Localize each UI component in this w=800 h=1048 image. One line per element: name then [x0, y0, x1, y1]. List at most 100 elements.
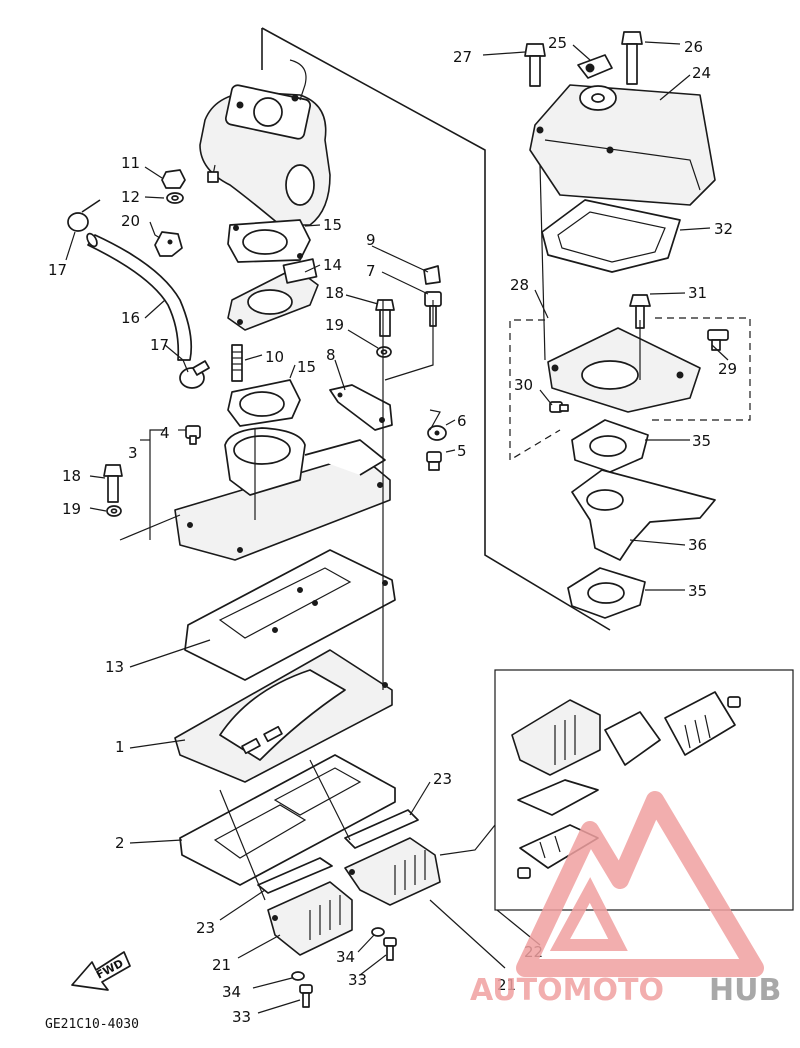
bolt-27 — [524, 43, 546, 87]
washer-19-upper — [376, 346, 392, 358]
bolt-31 — [629, 294, 651, 329]
diagram-code: GE21C10-4030 — [45, 1017, 139, 1032]
callout-31: 31 — [688, 284, 707, 302]
callout-17-bottom: 17 — [150, 336, 169, 354]
callout-23-right: 23 — [433, 770, 452, 788]
callout-36: 36 — [688, 536, 707, 554]
callout-35-lower: 35 — [688, 582, 707, 600]
callout-27: 27 — [453, 48, 472, 66]
nut-11 — [161, 169, 186, 189]
subassembly-box-28 — [509, 317, 751, 462]
callout-15-upper: 15 — [323, 216, 342, 234]
screw-30 — [549, 401, 569, 413]
bracket-36 — [571, 469, 716, 561]
assembly-guides-right — [539, 164, 641, 380]
screw-33-right — [383, 937, 397, 961]
callout-18-upper: 18 — [325, 284, 344, 302]
joint-14 — [227, 258, 319, 331]
gasket-32 — [541, 199, 681, 273]
callout-34-right: 34 — [336, 948, 355, 966]
hose-clamp-17-bottom — [179, 360, 210, 389]
callout-5: 5 — [457, 442, 467, 460]
callout-14: 14 — [323, 256, 342, 274]
callout-20: 20 — [121, 212, 140, 230]
watermark-text-part2: HUB — [709, 973, 781, 1008]
washer-34-left — [291, 971, 305, 981]
callout-13: 13 — [105, 658, 124, 676]
callout-19-upper: 19 — [325, 316, 344, 334]
callout-34-left: 34 — [222, 983, 241, 1001]
reed-valve-21-left — [267, 881, 353, 956]
watermark-logo: AUTOMOTO HUB — [470, 791, 781, 1008]
stud-bolt-10 — [231, 344, 243, 382]
gasket-35-upper — [571, 419, 649, 473]
grommet-6 — [427, 425, 447, 441]
callout-6: 6 — [457, 412, 467, 430]
intake-manifold-3 — [174, 427, 391, 561]
callout-19-lower: 19 — [62, 500, 81, 518]
callout-21-left: 21 — [212, 956, 231, 974]
gasket-2 — [179, 754, 396, 886]
washer-34-right — [371, 927, 385, 937]
callout-16: 16 — [121, 309, 140, 327]
callout-12: 12 — [121, 188, 140, 206]
gasket-35-lower — [567, 567, 646, 619]
callout-3: 3 — [128, 444, 138, 462]
fitting-29 — [707, 329, 729, 351]
hose-clamp-17-top — [67, 199, 101, 232]
bolt-18-upper — [375, 299, 395, 337]
reed-gasket-23-right — [344, 809, 419, 849]
screw-33-left — [299, 984, 313, 1008]
bracket-8 — [329, 384, 393, 431]
callout-4: 4 — [160, 424, 170, 442]
gasket-15-upper — [227, 219, 311, 263]
plug-5 — [426, 451, 442, 471]
callout-2: 2 — [115, 834, 125, 852]
holder-20 — [154, 231, 183, 257]
assembly-frame — [261, 27, 611, 631]
callout-32: 32 — [714, 220, 733, 238]
gasket-13 — [184, 549, 396, 681]
washer-12 — [166, 192, 184, 204]
callout-10: 10 — [265, 348, 284, 366]
callout-8: 8 — [326, 346, 336, 364]
callout-11: 11 — [121, 154, 140, 172]
carburetor-body — [199, 59, 331, 226]
callout-33-left: 33 — [232, 1008, 251, 1026]
callout-26: 26 — [684, 38, 703, 56]
bolt-18-lower — [103, 464, 123, 503]
callout-25: 25 — [548, 34, 567, 52]
callout-15-lower: 15 — [297, 358, 316, 376]
washer-19-lower — [106, 505, 122, 517]
assembly-guides-left — [119, 300, 441, 901]
callout-9: 9 — [366, 231, 376, 249]
callout-21-right: 21 — [497, 976, 516, 994]
forward-direction-arrow: FWD — [71, 951, 131, 991]
bolt-26 — [621, 31, 643, 85]
callout-1: 1 — [115, 738, 125, 756]
fitting-4 — [185, 425, 201, 445]
callout-labels: 11 12 20 17 16 17 15 14 10 15 9 7 18 19 … — [48, 34, 737, 1026]
callout-17-top: 17 — [48, 261, 67, 279]
callout-24: 24 — [692, 64, 711, 82]
callout-23-left: 23 — [196, 919, 215, 937]
valve-plate-28 — [547, 327, 701, 413]
cap-25 — [577, 54, 613, 79]
fuel-hose-16 — [86, 232, 193, 361]
callout-29: 29 — [718, 360, 737, 378]
reed-valve-kit-inset-22 — [494, 669, 794, 911]
leader-lines — [65, 41, 729, 1014]
cover-24 — [529, 84, 716, 206]
callout-30: 30 — [514, 376, 533, 394]
cap-9 — [423, 265, 441, 285]
callout-7: 7 — [366, 262, 376, 280]
reed-valve-21-right — [344, 837, 441, 906]
callout-35-upper: 35 — [692, 432, 711, 450]
gasket-15-lower — [227, 379, 301, 427]
watermark-text-part1: AUTOMOTO — [470, 973, 664, 1008]
callout-18-lower: 18 — [62, 467, 81, 485]
callout-28: 28 — [510, 276, 529, 294]
callout-33-right: 33 — [348, 971, 367, 989]
plate-1 — [174, 649, 393, 783]
